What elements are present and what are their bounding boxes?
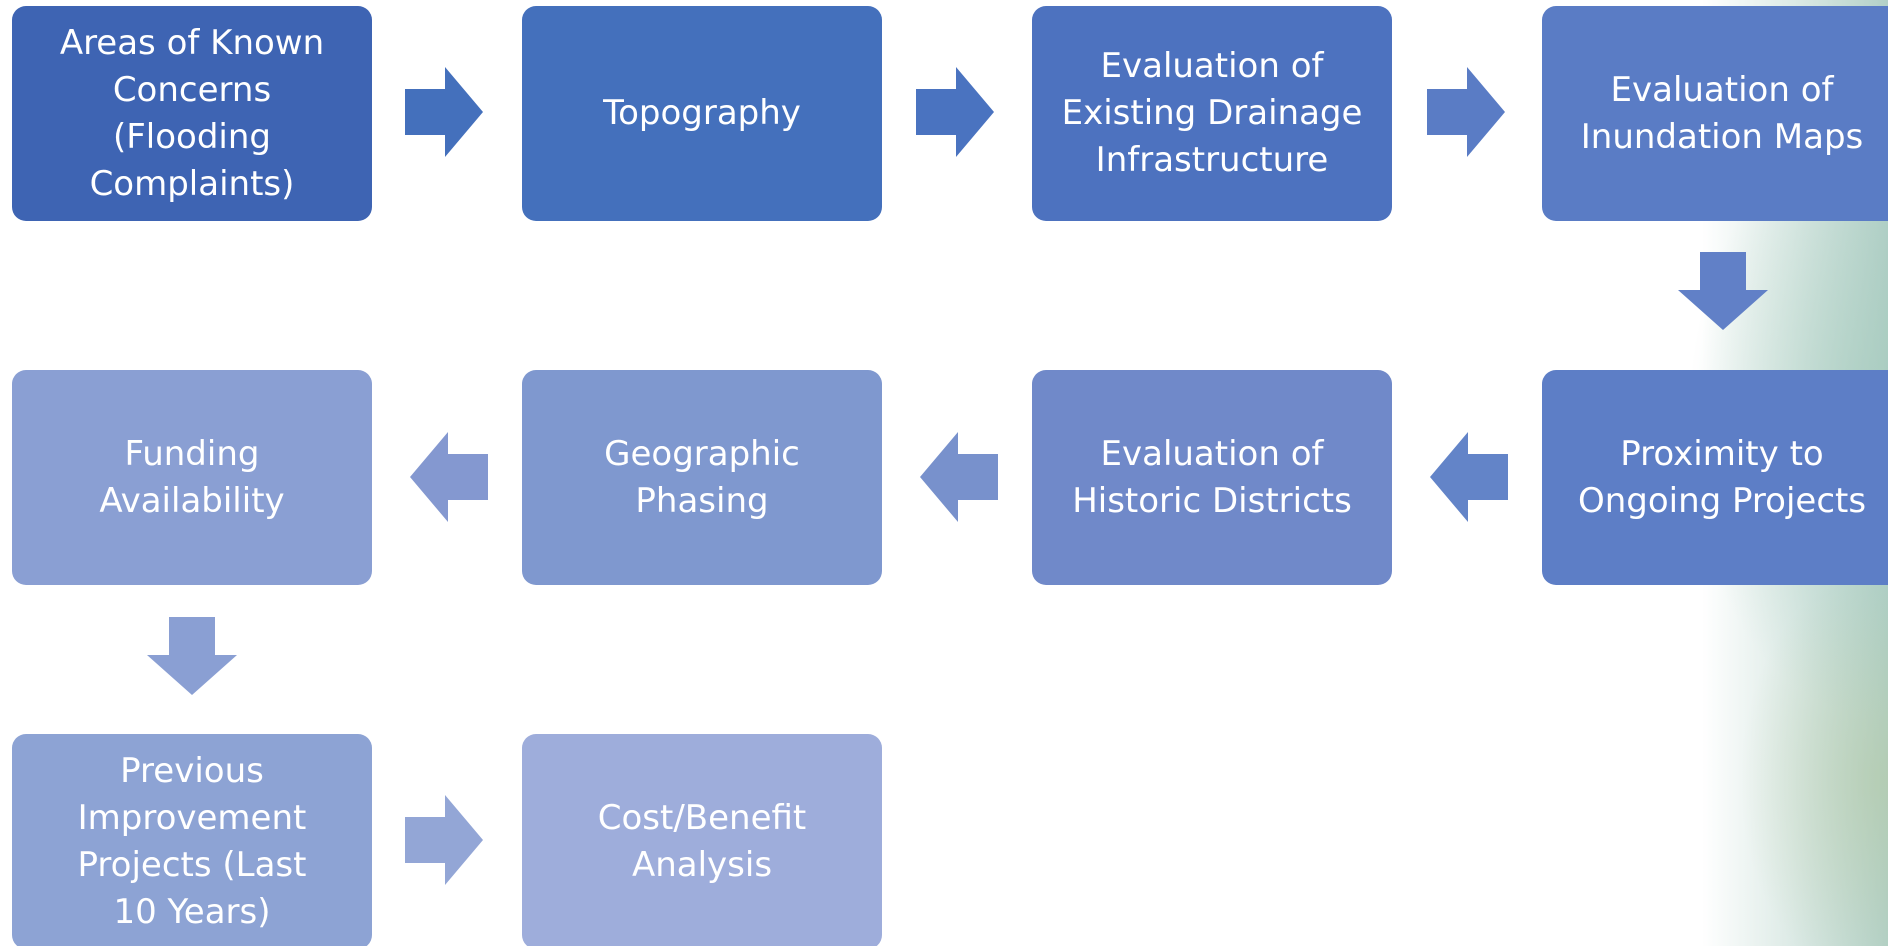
step-label-previous-improvement: Previous Improvement Projects (Last 10 Y… xyxy=(42,748,342,936)
step-line: Cost/Benefit xyxy=(597,797,807,838)
arrow-right-2 xyxy=(916,67,994,157)
step-box-cost-benefit: Cost/Benefit Analysis xyxy=(522,734,882,946)
step-line: Analysis xyxy=(631,844,773,885)
step-box-areas-of-known-concerns: Areas of Known Concerns (Flooding Compla… xyxy=(12,6,372,221)
step-line: Phasing xyxy=(635,480,769,521)
step-line: Funding xyxy=(124,433,260,474)
step-box-existing-drainage: Evaluation of Existing Drainage Infrastr… xyxy=(1032,6,1392,221)
step-box-historic-districts: Evaluation of Historic Districts xyxy=(1032,370,1392,585)
step-line: Concerns xyxy=(112,69,272,110)
step-label-existing-drainage: Evaluation of Existing Drainage Infrastr… xyxy=(1062,43,1363,184)
step-line: Evaluation of xyxy=(1610,69,1834,110)
step-line: Areas of Known xyxy=(59,22,325,63)
arrow-down-2 xyxy=(147,617,237,695)
step-line: Evaluation of xyxy=(1100,433,1324,474)
step-box-funding-availability: Funding Availability xyxy=(12,370,372,585)
step-label-funding-availability: Funding Availability xyxy=(99,431,284,525)
step-line: Inundation Maps xyxy=(1580,116,1864,157)
step-line: Improvement xyxy=(77,797,307,838)
step-label-areas-of-known-concerns: Areas of Known Concerns (Flooding Compla… xyxy=(60,20,324,208)
arrow-left-2 xyxy=(920,432,998,522)
step-label-ongoing-projects: Proximity to Ongoing Projects xyxy=(1578,431,1866,525)
step-line: Complaints) xyxy=(89,163,295,204)
arrow-right-4 xyxy=(405,795,483,885)
arrow-left-3 xyxy=(410,432,488,522)
step-label-inundation-maps: Evaluation of Inundation Maps xyxy=(1581,67,1864,161)
step-box-topography: Topography xyxy=(522,6,882,221)
arrow-right-3 xyxy=(1427,67,1505,157)
step-box-previous-improvement: Previous Improvement Projects (Last 10 Y… xyxy=(12,734,372,946)
step-line: (Flooding xyxy=(112,116,271,157)
step-label-cost-benefit: Cost/Benefit Analysis xyxy=(598,795,807,889)
arrow-left-1 xyxy=(1430,432,1508,522)
step-line: Historic Districts xyxy=(1072,480,1352,521)
arrow-down-1 xyxy=(1678,252,1768,330)
step-label-historic-districts: Evaluation of Historic Districts xyxy=(1072,431,1352,525)
step-line: Previous xyxy=(120,750,264,791)
step-line: Proximity to xyxy=(1620,433,1824,474)
step-line: 10 Years) xyxy=(113,891,271,932)
step-line: Evaluation of xyxy=(1100,46,1324,86)
step-label-topography: Topography xyxy=(603,93,801,133)
step-line: Geographic xyxy=(604,433,800,474)
step-line: Existing Drainage xyxy=(1061,93,1363,133)
arrow-right-1 xyxy=(405,67,483,157)
step-line: Ongoing Projects xyxy=(1577,480,1867,521)
step-line: Infrastructure xyxy=(1095,140,1329,180)
step-box-ongoing-projects: Proximity to Ongoing Projects xyxy=(1542,370,1888,585)
step-box-inundation-maps: Evaluation of Inundation Maps xyxy=(1542,6,1888,221)
step-label-geographic-phasing: Geographic Phasing xyxy=(604,431,800,525)
step-line: Availability xyxy=(99,480,285,521)
step-line: Projects (Last xyxy=(77,844,307,885)
step-box-geographic-phasing: Geographic Phasing xyxy=(522,370,882,585)
